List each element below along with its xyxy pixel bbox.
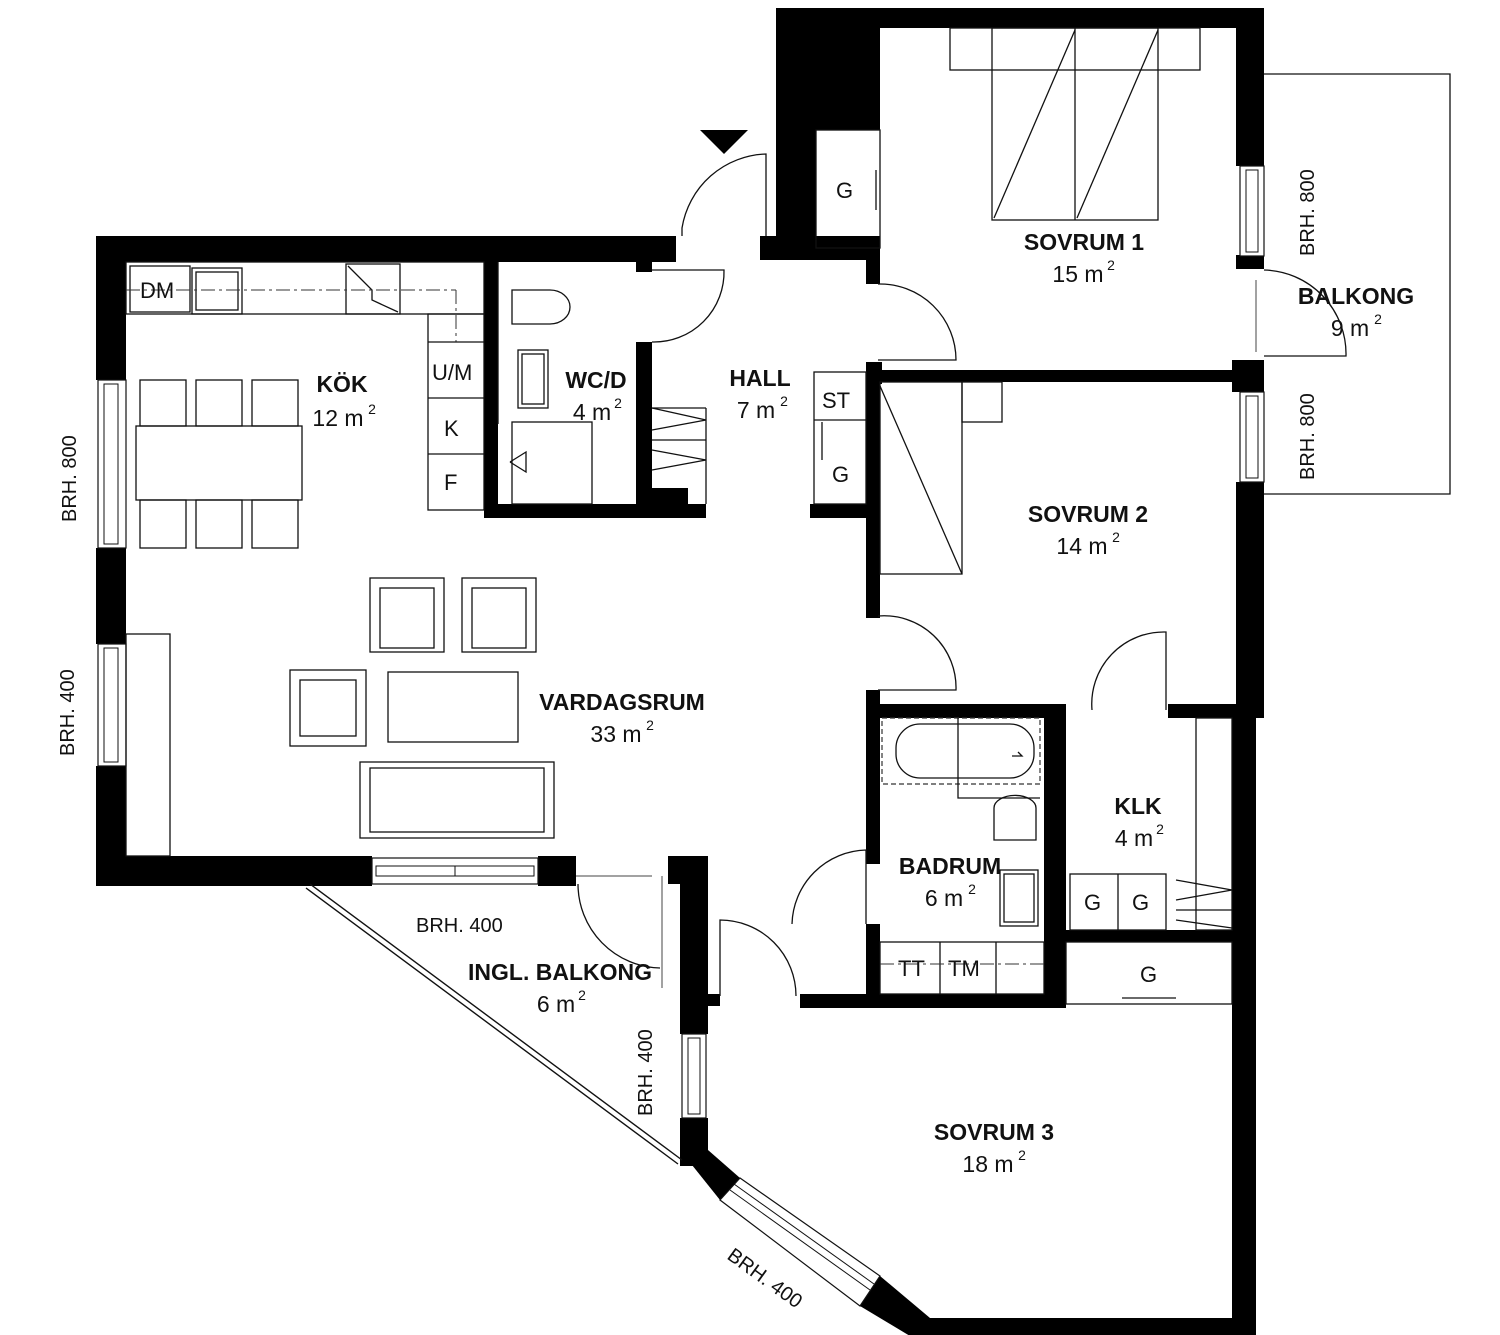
svg-text:HALL: HALL — [729, 365, 790, 391]
room-label-ingl-balkong: INGL. BALKONG 6 m 2 — [468, 959, 652, 1017]
windows — [97, 165, 1265, 1307]
svg-text:SOVRUM 2: SOVRUM 2 — [1028, 501, 1148, 527]
room-label-sovrum3: SOVRUM 3 18 m 2 — [934, 1119, 1054, 1177]
svg-text:2: 2 — [968, 881, 976, 897]
living-furniture — [125, 577, 555, 857]
svg-text:7 m: 7 m — [737, 397, 775, 423]
svg-text:SOVRUM 3: SOVRUM 3 — [934, 1119, 1054, 1145]
entrance-arrow-icon — [700, 130, 748, 154]
room-label-badrum: BADRUM 6 m 2 — [899, 853, 1001, 911]
room-label-wcd: WC/D 4 m 2 — [565, 367, 626, 425]
sill-label-living-left: BRH. 400 — [57, 669, 79, 756]
doors — [577, 130, 1347, 997]
room-label-sovrum2: SOVRUM 2 14 m 2 — [1028, 501, 1148, 559]
svg-text:2: 2 — [780, 393, 788, 409]
svg-text:2: 2 — [1112, 529, 1120, 545]
wardrobe-label-hall: G — [832, 462, 849, 487]
dryer-label: TT — [898, 956, 925, 981]
wc-fixtures — [497, 262, 707, 505]
svg-text:2: 2 — [368, 401, 376, 417]
svg-text:18 m: 18 m — [962, 1151, 1013, 1177]
room-label-kok: KÖK 12 m 2 — [312, 371, 376, 431]
fridge-label: K — [444, 416, 459, 441]
bedroom1-furniture: G — [815, 27, 1201, 249]
svg-text:INGL. BALKONG: INGL. BALKONG — [468, 959, 652, 985]
svg-text:2: 2 — [646, 717, 654, 733]
svg-text:2: 2 — [1374, 311, 1382, 327]
sill-label-kitchen: BRH. 800 — [59, 435, 81, 522]
svg-text:2: 2 — [1018, 1147, 1026, 1163]
sill-label-bedroom2: BRH. 800 — [1297, 393, 1319, 480]
svg-text:KÖK: KÖK — [316, 371, 368, 397]
kitchen-counter: DM U/M K F — [125, 261, 485, 511]
hall-closets: ST G — [813, 371, 867, 505]
bedroom3-wardrobe: G — [1065, 941, 1233, 1005]
svg-text:12 m: 12 m — [312, 405, 363, 431]
svg-text:15 m: 15 m — [1052, 261, 1103, 287]
bedroom2-furniture — [879, 381, 1003, 575]
svg-text:KLK: KLK — [1114, 793, 1162, 819]
walls — [96, 8, 1264, 1335]
wardrobe-label-klk-1: G — [1084, 890, 1101, 915]
dining-set — [135, 379, 303, 549]
room-label-hall: HALL 7 m 2 — [729, 365, 790, 423]
freezer-label: F — [444, 470, 457, 495]
svg-text:VARDAGSRUM: VARDAGSRUM — [539, 689, 705, 715]
bathroom-fixtures: TT TM — [879, 717, 1045, 995]
glazed-balcony-rail — [305, 875, 683, 1165]
room-label-balkong: BALKONG 9 m 2 — [1298, 283, 1414, 341]
svg-text:BADRUM: BADRUM — [899, 853, 1001, 879]
sill-label-living-bottom: BRH. 400 — [416, 915, 503, 937]
svg-text:WC/D: WC/D — [565, 367, 626, 393]
svg-text:4 m: 4 m — [1115, 825, 1153, 851]
svg-text:33 m: 33 m — [590, 721, 641, 747]
svg-text:2: 2 — [1156, 821, 1164, 837]
sill-label-bedroom3-left: BRH. 400 — [635, 1029, 657, 1116]
balcony-outline — [1262, 73, 1451, 495]
wardrobe-label-bedroom3: G — [1140, 962, 1157, 987]
room-label-sovrum1: SOVRUM 1 15 m 2 — [1024, 229, 1144, 287]
sill-label-bedroom1: BRH. 800 — [1297, 169, 1319, 256]
storage-label: ST — [822, 388, 850, 413]
svg-text:2: 2 — [578, 987, 586, 1003]
washing-machine-label: TM — [948, 956, 980, 981]
svg-text:14 m: 14 m — [1056, 533, 1107, 559]
svg-text:BALKONG: BALKONG — [1298, 283, 1414, 309]
svg-text:9 m: 9 m — [1331, 315, 1369, 341]
svg-text:6 m: 6 m — [925, 885, 963, 911]
svg-text:6 m: 6 m — [537, 991, 575, 1017]
room-label-vardagsrum: VARDAGSRUM 33 m 2 — [539, 689, 705, 747]
wardrobe-label-bedroom1: G — [836, 178, 853, 203]
svg-text:SOVRUM 1: SOVRUM 1 — [1024, 229, 1144, 255]
wardrobe-label-klk-2: G — [1132, 890, 1149, 915]
dishwasher-label: DM — [140, 278, 174, 303]
svg-text:4 m: 4 m — [573, 399, 611, 425]
svg-text:2: 2 — [1107, 257, 1115, 273]
svg-text:2: 2 — [614, 395, 622, 411]
room-label-klk: KLK 4 m 2 — [1114, 793, 1164, 851]
klk-fixtures: G G — [1069, 717, 1233, 931]
washer-label: U/M — [432, 360, 472, 385]
